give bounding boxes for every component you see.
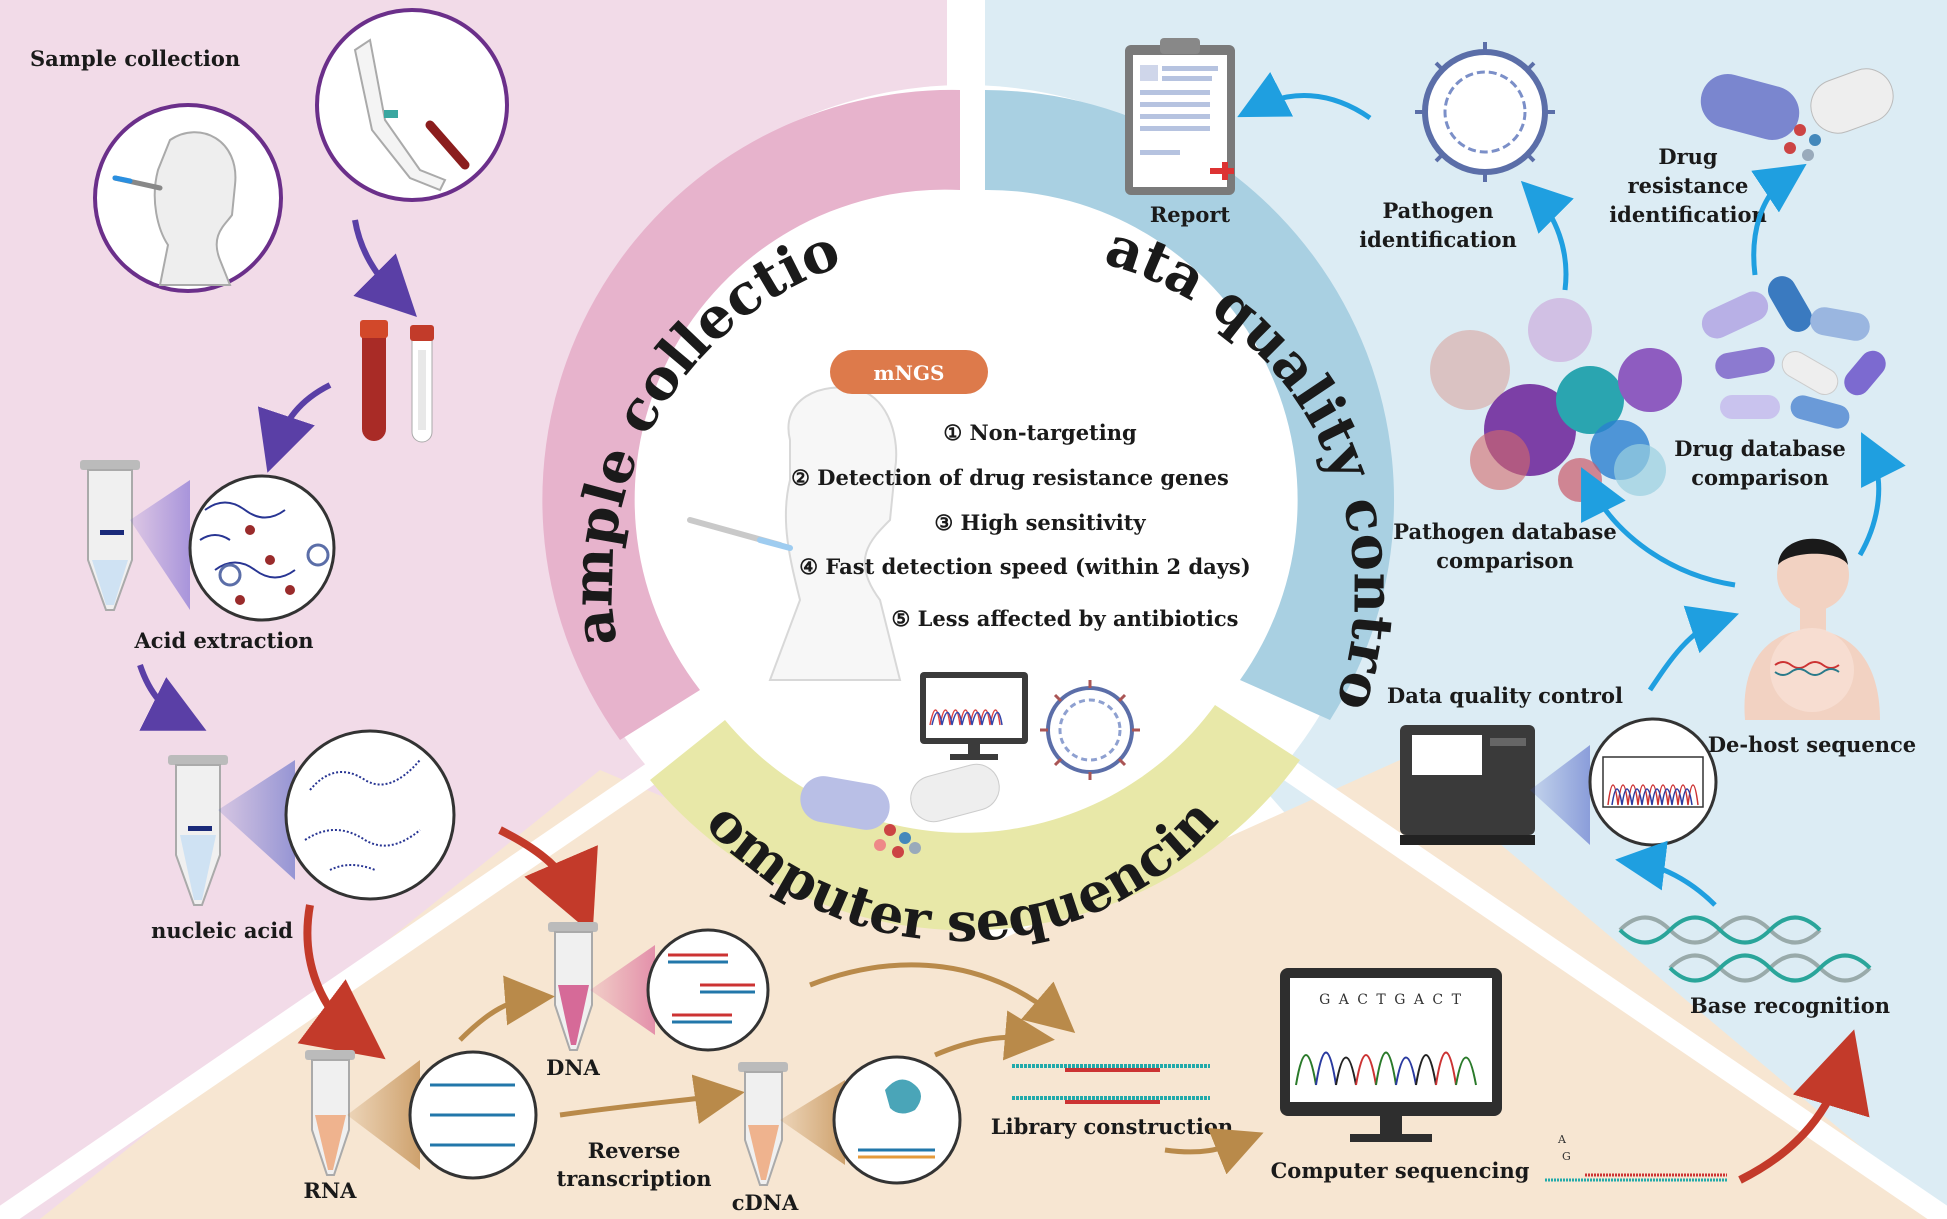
label-pathogen-db-comparison: comparison: [1436, 548, 1573, 573]
label-drug-db-comparison: comparison: [1691, 465, 1828, 490]
rna-tube-icon: [305, 1050, 355, 1176]
arrow-drugdb-to-resistance: [1751, 163, 1807, 276]
library-fragments-icon: [1012, 1064, 1210, 1104]
label-drug-identification: identification: [1609, 202, 1767, 227]
left-panel-title: Sample collection: [30, 46, 240, 71]
sequencer-machine-icon: [1400, 725, 1535, 845]
dna-beam: [590, 945, 655, 1035]
throat-swab-circle: [93, 103, 283, 293]
arrow-dehost-to-drugdb: [1857, 432, 1906, 557]
feature-1: ① Non-targeting: [943, 420, 1137, 445]
label-dna: DNA: [546, 1055, 600, 1080]
read-letter-g: G: [1562, 1150, 1571, 1163]
arrow-library-to-sequencing: [1164, 1127, 1264, 1175]
arrow-nucleic-to-dna: [498, 826, 598, 935]
pathogen-cluster-icon: [1430, 298, 1682, 502]
feature-5: ⑤ Less affected by antibiotics: [892, 606, 1239, 631]
arrow-nucleic-to-rna: [297, 904, 386, 1060]
arrow-base-to-qc: [1615, 840, 1717, 907]
arrow-rna-to-dna: [458, 975, 555, 1042]
sequencing-read-icon: A G: [1545, 1133, 1727, 1182]
mngs-badge: [830, 350, 988, 394]
arrow-cdna-to-library: [934, 1010, 1055, 1061]
extraction-tube-icon: [80, 460, 140, 611]
label-data-quality-control: Data quality control: [1387, 683, 1623, 708]
ring-sample-collection: [542, 89, 960, 740]
drug-pills-icon: [1701, 276, 1886, 429]
drug-capsule-icon: [1700, 68, 1894, 161]
pathogen-virus-icon: [1415, 42, 1555, 182]
ring-data-quality: [985, 90, 1395, 720]
feature-4: ④ Fast detection speed (within 2 days): [799, 554, 1250, 579]
patient-torso-icon: [1744, 538, 1880, 720]
arrow-pathogendb-to-identification: [1520, 180, 1574, 291]
extraction-beam: [130, 480, 190, 610]
label-base-recognition: Base recognition: [1690, 993, 1890, 1018]
read-letter-a: A: [1557, 1133, 1567, 1146]
dna-circle: [646, 928, 770, 1052]
mngs-badge-label: mNGS: [874, 361, 945, 385]
label-pathogen: Pathogen: [1382, 198, 1493, 223]
report-icon: [1125, 38, 1235, 195]
blood-tubes-icon: [360, 320, 434, 443]
label-rna: RNA: [304, 1178, 358, 1203]
qc-beam: [1530, 745, 1590, 845]
qc-chromatogram-circle: [1588, 717, 1718, 847]
arrow-dna-to-library: [809, 962, 1076, 1034]
center-monitor-icon: [920, 672, 1028, 760]
sequencing-monitor-icon: G A C T G A C T: [1280, 968, 1502, 1142]
label-nucleic-acid: nucleic acid: [151, 918, 293, 943]
label-transcription: transcription: [557, 1166, 712, 1191]
rna-circle: [408, 1050, 538, 1180]
blood-draw-circle: [315, 8, 509, 202]
dna-tube-icon: [548, 922, 598, 1051]
label-reverse: Reverse: [588, 1138, 681, 1163]
arrow-extraction-to-nucleic: [137, 664, 207, 731]
label-drug: Drug: [1658, 144, 1718, 169]
label-de-host-sequence: De-host sequence: [1708, 732, 1916, 757]
arrow-pathogen-to-report: [1237, 72, 1372, 121]
center-head-silhouette: [687, 386, 902, 681]
label-cdna: cDNA: [732, 1190, 799, 1215]
cdna-circle: [832, 1055, 962, 1185]
sequence-letters: G A C T G A C T: [1319, 992, 1463, 1008]
center-circle: [665, 200, 1265, 800]
label-identification: identification: [1359, 227, 1517, 252]
ring-computer-sequencing: [650, 705, 1300, 931]
center-virus-icon: [1040, 680, 1140, 780]
center-capsule-icon: [800, 763, 1000, 858]
label-computer-sequencing: Computer sequencing: [1271, 1158, 1530, 1183]
dna-helix-icon: [1618, 915, 1872, 983]
feature-2: ② Detection of drug resistance genes: [791, 465, 1229, 490]
cdna-tube-icon: [738, 1062, 788, 1186]
feature-3: ③ High sensitivity: [934, 510, 1146, 535]
label-report: Report: [1150, 202, 1231, 227]
arrow-rna-to-cdna: [559, 1074, 745, 1124]
arrow-dehost-to-pathogendb: [1581, 467, 1736, 588]
label-resistance: resistance: [1628, 173, 1749, 198]
label-library-construction: Library construction: [991, 1114, 1233, 1139]
nucleic-acid-tube-icon: [168, 755, 228, 906]
arrow-to-base-recognition: [1738, 1029, 1870, 1184]
label-acid-extraction: Acid extraction: [133, 628, 313, 653]
arrow-qc-to-dehost: [1647, 605, 1739, 692]
label-pathogen-db: Pathogen database: [1393, 519, 1617, 544]
label-drug-db: Drug database: [1674, 436, 1846, 461]
nucleic-acid-circle: [284, 729, 456, 901]
cdna-beam: [780, 1080, 845, 1165]
arrow-tubes-to-extraction: [257, 382, 332, 473]
rna-beam: [347, 1060, 420, 1170]
acid-extraction-circle: [188, 474, 336, 622]
arrow-collection-to-tubes: [352, 219, 417, 317]
nucleic-beam: [218, 760, 295, 880]
